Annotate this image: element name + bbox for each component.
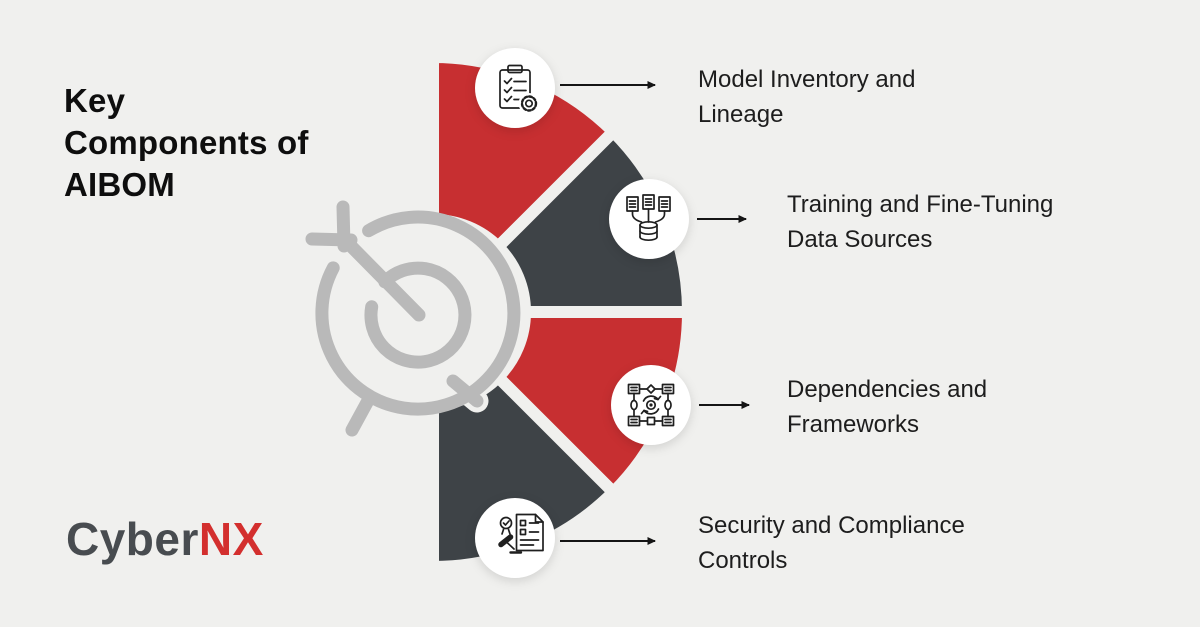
icon-circle-1 [475,48,555,128]
connector-arrows [560,81,750,545]
logo-text-dark: Cyber [66,513,199,565]
label-training-data: Training and Fine-Tuning Data Sources [787,191,1054,253]
label-security: Security and Compliance Controls [698,512,965,574]
dependency-network-sync-icon [627,383,675,427]
page-title: Key Components of AIBOM [64,82,309,204]
segment-training-data [489,123,695,318]
target-arrow-icon [305,200,521,437]
clipboard-checklist-gear-icon [499,64,540,114]
segment-dependencies [489,306,695,501]
label-model-inventory: Model Inventory and Lineage [698,66,916,128]
compliance-document-gavel-icon [498,513,544,554]
logo-text-red: NX [198,513,264,565]
documents-database-icon [626,194,671,242]
brand-logo: CyberNX [66,512,264,566]
label-dependencies: Dependencies and Frameworks [787,376,988,438]
